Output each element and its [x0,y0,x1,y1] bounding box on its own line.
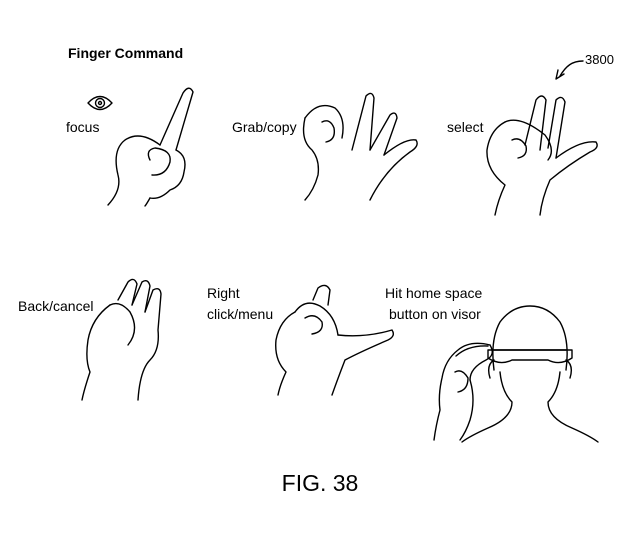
diagram-title: Finger Command [68,45,184,61]
label-grab-copy: Grab/copy [232,119,297,135]
label-focus: focus [66,119,100,135]
label-right-click-line2: click/menu [207,306,274,322]
hand-select [486,95,598,216]
label-right-click-line1: Right [207,285,240,301]
figure-caption: FIG. 38 [281,470,359,496]
hand-back-cancel [81,278,162,401]
label-back-cancel: Back/cancel [18,298,94,314]
label-home-button-line2: button on visor [389,306,481,322]
hand-pressing-visor [433,342,493,441]
hand-grab-copy [302,92,418,201]
label-select: select [447,119,484,135]
head-with-visor [461,305,599,443]
reference-number: 3800 [585,52,614,67]
eye-icon [87,95,113,111]
label-home-button-line1: Hit home space [385,285,483,301]
reference-arrow [555,60,584,80]
visor-leader-line [455,345,489,357]
hand-right-click-menu [275,284,395,396]
hand-pointing-focus [107,87,194,207]
